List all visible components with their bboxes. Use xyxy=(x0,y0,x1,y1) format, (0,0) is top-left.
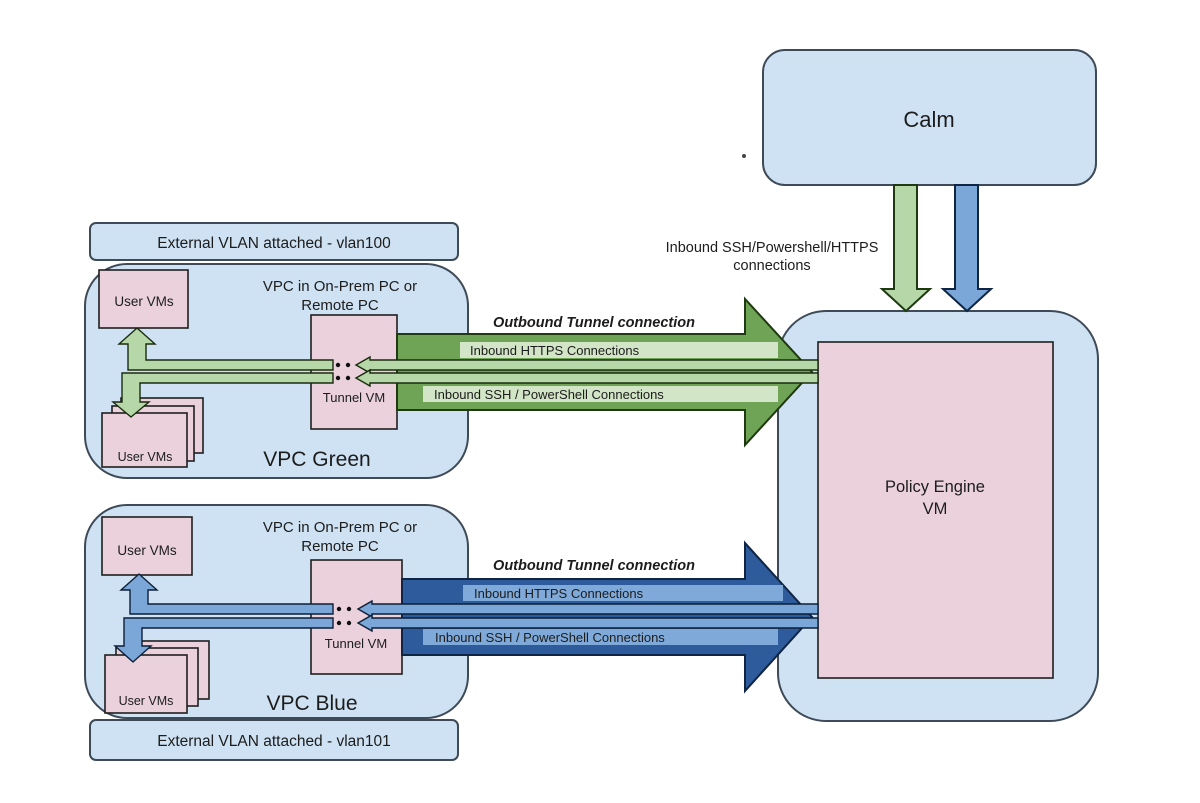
vpc-blue-user-vms-label: User VMs xyxy=(117,543,177,558)
blue-https-bar xyxy=(463,585,783,601)
blue-big-arrow xyxy=(401,540,814,694)
blue-thin-arrow-https-right xyxy=(356,599,819,619)
vlan101-box xyxy=(89,719,459,761)
vlan100-box xyxy=(89,222,459,261)
calm-label: Calm xyxy=(903,107,954,132)
blue-down-arrow-to-user-vms-stack xyxy=(113,617,334,663)
blue-tunnel-dot xyxy=(336,606,342,612)
blue-https-label: Inbound HTTPS Connections xyxy=(474,586,644,601)
policy-engine-label-line1: Policy Engine xyxy=(885,478,985,496)
vpc-blue-tunnel-vm-box xyxy=(310,559,403,675)
green-up-arrow-to-user-vms xyxy=(117,327,334,371)
green-ssh-bar xyxy=(423,386,778,402)
green-tunnel-dot xyxy=(345,375,351,381)
green-big-arrow xyxy=(396,296,814,448)
vpc-green-user-vms-label: User VMs xyxy=(114,294,174,309)
vpc-blue-name: VPC Blue xyxy=(266,692,357,715)
calm-box xyxy=(762,49,1097,186)
green-outbound-label: Outbound Tunnel connection xyxy=(493,315,695,331)
blue-tunnel-dot xyxy=(346,620,352,626)
vpc-green-user-vms-stack-front xyxy=(101,412,188,468)
vpc-green-tunnel-vm-label: Tunnel VM xyxy=(323,390,385,405)
vpc-blue-user-vms-stack-front xyxy=(104,654,188,714)
vlan100-label: External VLAN attached - vlan100 xyxy=(157,235,391,252)
blue-ssh-bar xyxy=(423,629,778,645)
stray-dot xyxy=(742,154,746,158)
green-thin-arrow-https-right xyxy=(354,355,819,375)
vpc-green-name: VPC Green xyxy=(263,448,370,471)
blue-up-arrow-to-user-vms xyxy=(119,573,334,615)
green-tunnel-dot xyxy=(345,362,351,368)
policy-engine-vm-box xyxy=(817,341,1054,679)
vpc-blue-location-line1: VPC in On-Prem PC or xyxy=(263,519,417,536)
vpc-blue-tunnel-vm-label: Tunnel VM xyxy=(325,636,387,651)
green-thin-arrow-ssh-right xyxy=(354,368,819,388)
vpc-blue-user-vms-box xyxy=(101,516,193,576)
green-tunnel-dot xyxy=(335,375,341,381)
green-tunnel-dot xyxy=(335,362,341,368)
blue-outbound-label: Outbound Tunnel connection xyxy=(493,558,695,574)
calm-green-down-arrow xyxy=(879,184,933,313)
blue-ssh-label: Inbound SSH / PowerShell Connections xyxy=(435,630,665,645)
green-down-arrow-to-user-vms-stack xyxy=(111,372,334,418)
blue-outbound-tunnel-arrow xyxy=(401,540,814,694)
vpc-green-location-line1: VPC in On-Prem PC or xyxy=(263,278,417,295)
vpc-blue-location-line2: Remote PC xyxy=(301,538,379,555)
calm-group xyxy=(742,49,1097,313)
green-https-label: Inbound HTTPS Connections xyxy=(470,343,640,358)
vpc-green-tunnel-vm-box xyxy=(310,314,398,430)
blue-tunnel-dot xyxy=(336,620,342,626)
diagram-labels: Calm Inbound SSH/Powershell/HTTPS connec… xyxy=(114,107,985,750)
vpc-green-user-vms-stack-label: User VMs xyxy=(118,450,173,464)
vpc-green-location-line2: Remote PC xyxy=(301,297,379,314)
green-ssh-label: Inbound SSH / PowerShell Connections xyxy=(434,387,664,402)
green-thin-arrows xyxy=(111,327,819,418)
policy-engine-group xyxy=(777,310,1099,722)
blue-tunnel-dot xyxy=(346,606,352,612)
policy-engine-label-line2: VM xyxy=(923,500,948,518)
blue-thin-arrows xyxy=(113,573,819,663)
inbound-note-line2: connections xyxy=(733,258,810,274)
green-outbound-tunnel-arrow xyxy=(396,296,814,448)
calm-blue-down-arrow xyxy=(940,184,994,313)
blue-thin-arrow-ssh-right xyxy=(356,613,819,633)
vlan101-label: External VLAN attached - vlan101 xyxy=(157,733,391,750)
vpc-green-user-vms-box xyxy=(98,269,189,329)
vpc-blue-user-vms-stack-label: User VMs xyxy=(119,694,174,708)
inbound-note-line1: Inbound SSH/Powershell/HTTPS xyxy=(666,240,879,256)
green-https-bar xyxy=(460,342,778,358)
